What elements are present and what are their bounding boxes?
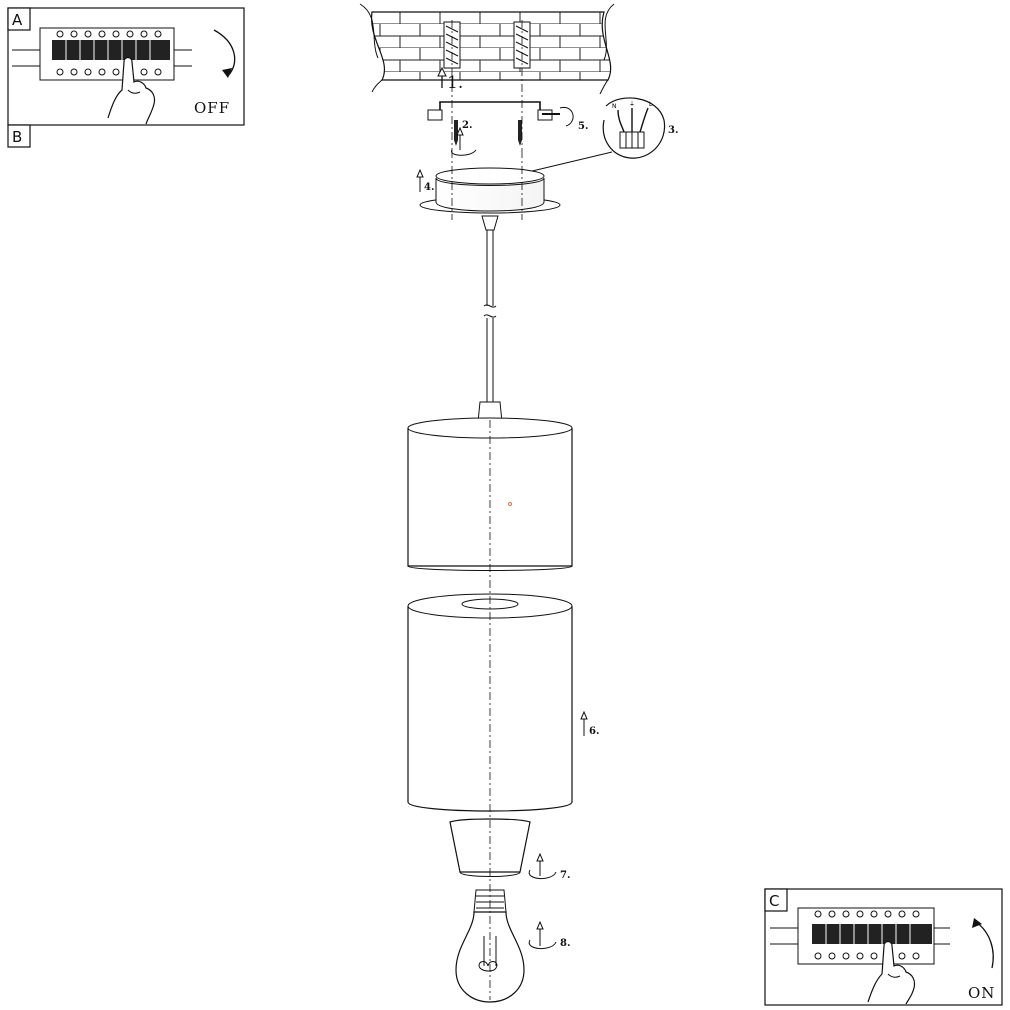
svg-text:⏚: ⏚ bbox=[629, 101, 635, 108]
step-8: 8. bbox=[528, 920, 570, 949]
terminal-detail: N ⏚ L bbox=[527, 97, 666, 173]
step-1-label: 1. bbox=[447, 73, 463, 93]
center-mark bbox=[508, 502, 512, 506]
step-7-label: 7. bbox=[560, 870, 570, 881]
cord bbox=[477, 215, 503, 423]
on-label: ON bbox=[968, 984, 995, 1002]
wire-n-icon: N bbox=[612, 103, 625, 133]
step-4: 4. bbox=[416, 168, 434, 193]
breaker-block-a bbox=[39, 27, 175, 81]
svg-text:N: N bbox=[612, 103, 617, 110]
screw-icon bbox=[518, 120, 522, 146]
step-6-label: 6. bbox=[589, 726, 599, 737]
rotate-off-arrow-icon bbox=[213, 29, 236, 78]
panel-a-breaker-off: A bbox=[7, 7, 245, 126]
panel-c-letter: C bbox=[769, 892, 779, 910]
panel-b-letter: B bbox=[12, 128, 22, 146]
step-6: 6. bbox=[580, 710, 599, 737]
mounting-bracket bbox=[427, 101, 574, 146]
wire-l-icon: L bbox=[639, 101, 653, 133]
step-3-label: 3. bbox=[668, 125, 678, 136]
wire-earth-icon: ⏚ bbox=[629, 101, 635, 132]
step-5: 5. bbox=[578, 121, 588, 132]
off-label: OFF bbox=[194, 99, 230, 117]
breaker-block-c bbox=[797, 907, 935, 965]
ceiling-wall bbox=[359, 3, 615, 95]
hand-icon bbox=[107, 56, 156, 125]
step-5-label: 5. bbox=[578, 121, 588, 132]
assembly-axis bbox=[451, 20, 523, 1000]
step-1: 1. bbox=[437, 66, 463, 93]
hand-icon bbox=[867, 940, 916, 1005]
terminal-block-icon bbox=[619, 131, 645, 149]
step-4-label: 4. bbox=[424, 182, 434, 193]
panel-a-letter: A bbox=[12, 11, 23, 29]
ceiling-canopy bbox=[419, 167, 561, 214]
side-screw-icon bbox=[542, 106, 574, 127]
step-2-label: 2. bbox=[462, 120, 472, 131]
panel-b: B bbox=[7, 124, 31, 148]
step-8-label: 8. bbox=[560, 938, 570, 949]
rotate-on-arrow-icon bbox=[972, 918, 994, 969]
step-7: 7. bbox=[528, 852, 570, 881]
light-bulb-icon bbox=[455, 889, 525, 1003]
panel-c-breaker-on: C bbox=[764, 888, 1003, 1006]
wall-plug-left bbox=[443, 21, 461, 69]
screw-icon bbox=[454, 120, 458, 146]
svg-text:L: L bbox=[649, 101, 653, 108]
wall-plug-right bbox=[513, 21, 531, 69]
socket-ring bbox=[449, 818, 531, 877]
step-3: 3. bbox=[668, 125, 678, 136]
